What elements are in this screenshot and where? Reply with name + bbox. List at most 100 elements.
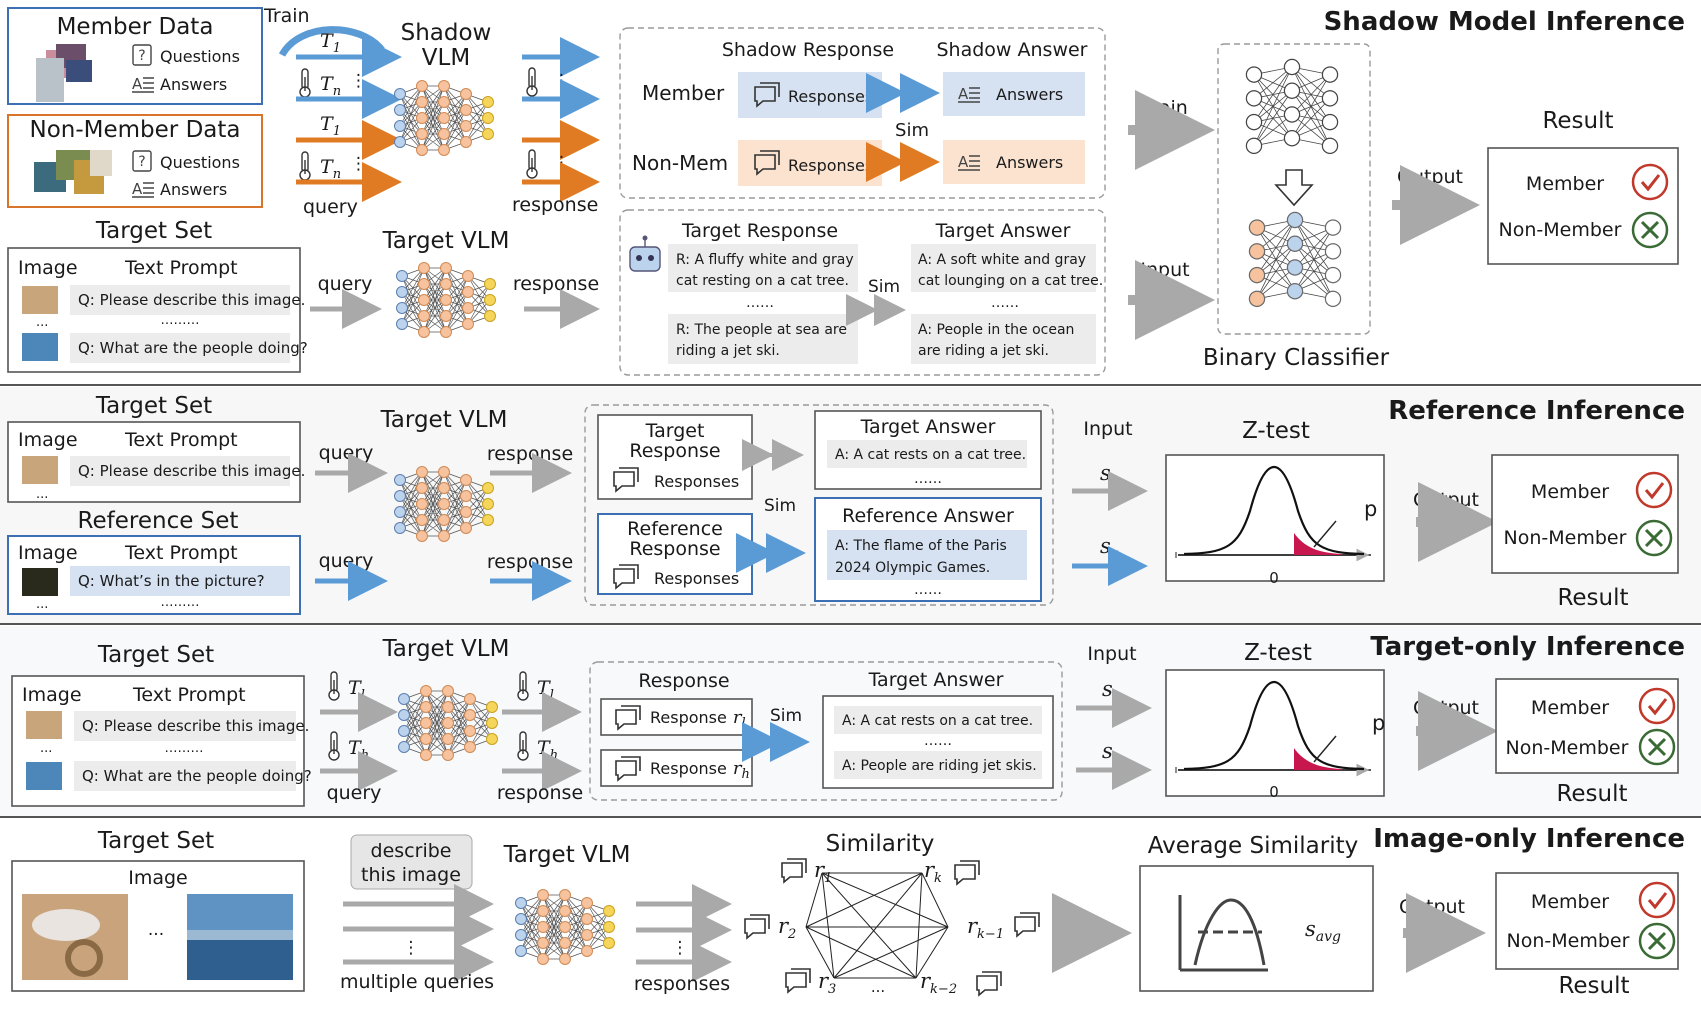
target-only-compare-panel: [589, 661, 1063, 801]
thermometer-icon: [526, 149, 538, 179]
svg-text:query: query: [327, 782, 382, 804]
member-data-image: [36, 44, 92, 102]
member-questions-label: Questions: [160, 47, 240, 66]
cat-thumbnail: [22, 456, 58, 484]
binary-classifier-label: Binary Classifier: [1203, 345, 1390, 371]
svg-text:………: ………: [161, 595, 200, 610]
question-icon: [132, 150, 152, 172]
svg-text:r2: r2: [778, 914, 796, 942]
svg-text:R: A fluffy white and gray: R: A fluffy white and gray: [676, 252, 854, 268]
svg-text:⋮: ⋮: [350, 71, 367, 91]
svg-text:Reference Set: Reference Set: [78, 508, 239, 534]
svg-text:describe: describe: [371, 840, 452, 862]
svg-text:response: response: [487, 551, 573, 573]
svg-text:……: ……: [924, 733, 952, 749]
svg-text:query: query: [319, 550, 374, 572]
svg-text:cat lounging on a cat tree.: cat lounging on a cat tree.: [918, 273, 1103, 289]
svg-text:……: ……: [746, 295, 774, 311]
svg-text:Z-test: Z-test: [1242, 418, 1310, 444]
thermometer-icon: [517, 731, 529, 761]
svg-text:Target VLM: Target VLM: [503, 842, 631, 868]
svg-text:Text Prompt: Text Prompt: [124, 257, 238, 279]
svg-text:Result: Result: [1558, 973, 1629, 999]
svg-text:Response: Response: [629, 440, 720, 462]
svg-text:Output: Output: [1413, 489, 1479, 511]
svg-text:Image: Image: [18, 542, 78, 564]
svg-text:...: ...: [871, 978, 885, 996]
svg-text:Image: Image: [128, 867, 188, 889]
svg-text:0: 0: [1269, 783, 1279, 801]
shadow-vlm-label-1: Shadow: [401, 20, 492, 46]
temp-tn-label: Tn: [320, 73, 341, 99]
svg-text:Q: What’s in the picture?: Q: What’s in the picture?: [78, 572, 265, 590]
section-title-reference: Reference Inference: [1388, 396, 1685, 426]
svg-text:Target VLM: Target VLM: [380, 407, 508, 433]
svg-text:A: A soft white and gray: A: A soft white and gray: [918, 252, 1086, 268]
svg-text:response: response: [487, 443, 573, 465]
svg-text:Answers: Answers: [996, 153, 1063, 172]
svg-text:Target Answer: Target Answer: [868, 669, 1004, 691]
svg-text:………: ………: [161, 313, 200, 328]
sea-thumbnail: [26, 762, 62, 790]
reference-compare-panel: [584, 404, 1054, 606]
thermometer-icon: [328, 731, 340, 761]
svg-text:Result: Result: [1556, 781, 1627, 807]
svg-text:R: The people at sea are: R: The people at sea are: [676, 322, 847, 338]
query-label: query: [303, 196, 358, 218]
svg-text:Input: Input: [1140, 259, 1189, 281]
target-response-panel: [619, 209, 1106, 376]
svg-text:Response: Response: [638, 670, 729, 692]
svg-text:Input: Input: [1087, 643, 1136, 665]
svg-text:p: p: [1364, 497, 1377, 521]
svg-text:Average Similarity: Average Similarity: [1148, 833, 1359, 859]
svg-text:⋮: ⋮: [350, 154, 367, 174]
temp-t1-label: T1: [320, 30, 341, 56]
svg-text:Image: Image: [18, 429, 78, 451]
svg-text:Target Answer: Target Answer: [860, 416, 996, 438]
result-box: [1495, 678, 1679, 774]
svg-text:Image: Image: [18, 257, 78, 279]
temp-tn-label: Tn: [320, 156, 341, 182]
member-row-label: Member: [642, 81, 725, 105]
svg-text:r3: r3: [818, 969, 836, 997]
svg-text:Q: Please describe this image.: Q: Please describe this image.: [82, 717, 309, 735]
non-member-data-label: Non-Member Data: [30, 117, 241, 143]
svg-text:Text Prompt: Text Prompt: [132, 684, 246, 706]
target-vlm-label: Target VLM: [382, 228, 510, 254]
svg-text:Text Prompt: Text Prompt: [124, 542, 238, 564]
svg-text:Output: Output: [1413, 697, 1479, 719]
question-icon: [132, 44, 152, 66]
svg-text:……: ……: [914, 471, 942, 487]
svg-text:Member: Member: [1531, 697, 1609, 719]
svg-text:Q: What are the people doing?: Q: What are the people doing?: [82, 767, 312, 785]
svg-text:Responses: Responses: [788, 156, 873, 175]
bell-curve-icon: [1166, 455, 1384, 581]
svg-text:……: ……: [991, 295, 1019, 311]
svg-text:multiple queries: multiple queries: [340, 971, 494, 993]
thermometer-icon: [517, 671, 529, 701]
svg-text:query: query: [318, 273, 373, 295]
svg-text:Reference Answer: Reference Answer: [842, 505, 1014, 527]
similarity-graph: [805, 872, 949, 979]
svg-text:A: A cat rests on a cat tree.: A: A cat rests on a cat tree.: [835, 447, 1026, 463]
cat-thumbnail: [26, 711, 62, 739]
target-response-box: [597, 414, 753, 500]
classifier-nn-top: [1245, 58, 1339, 155]
thermometer-icon: [299, 151, 311, 181]
sea-thumbnail: [22, 333, 58, 361]
svg-text:⋮: ⋮: [672, 938, 689, 958]
svg-text:Q: Please describe this image.: Q: Please describe this image.: [78, 462, 305, 480]
cat-image: [22, 894, 128, 980]
svg-text:response: response: [497, 782, 583, 804]
svg-text:...: ...: [36, 487, 48, 502]
svg-text:Sim: Sim: [764, 496, 796, 516]
svg-text:……: ……: [914, 582, 942, 598]
svg-text:...: ...: [40, 741, 52, 756]
svg-text:Non-Member: Non-Member: [1504, 527, 1627, 549]
svg-text:Target Set: Target Set: [95, 393, 212, 419]
svg-text:A: The flame of the Paris: A: The flame of the Paris: [835, 538, 1007, 554]
section-title-target-only: Target-only Inference: [1370, 632, 1685, 662]
svg-text:cat resting on a cat tree.: cat resting on a cat tree.: [676, 273, 849, 289]
svg-text:Z-test: Z-test: [1244, 640, 1312, 666]
svg-text:Text Prompt: Text Prompt: [124, 429, 238, 451]
